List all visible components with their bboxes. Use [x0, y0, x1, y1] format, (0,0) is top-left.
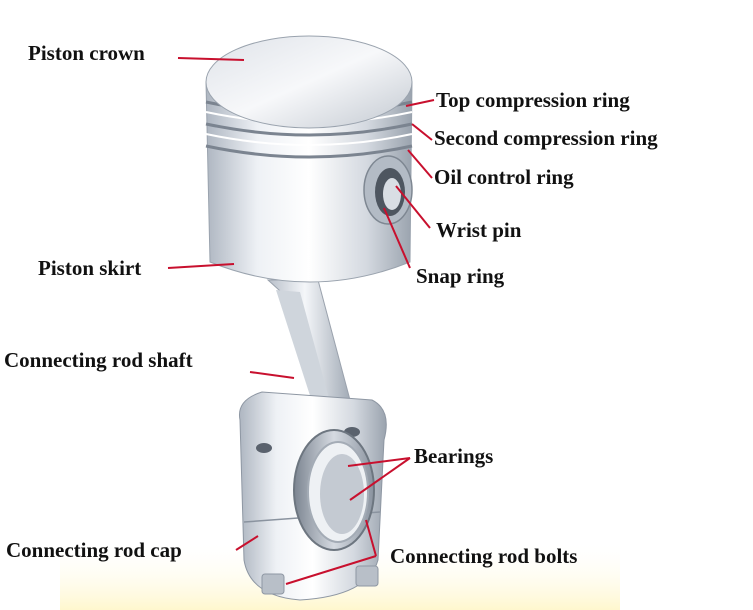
label-top-compression-ring: Top compression ring [436, 88, 630, 112]
label-snap-ring: Snap ring [416, 264, 505, 288]
leader-connecting-rod-cap [235, 535, 259, 551]
bolt-head-right [355, 565, 379, 587]
bearing-inner [320, 454, 364, 534]
leader-top-compression-ring [405, 99, 435, 107]
leader-bearings-upper [347, 457, 411, 467]
leader-lines [167, 57, 435, 585]
leader-snap-ring [383, 207, 411, 269]
leader-connecting-rod-bolts-left [285, 555, 377, 585]
label-piston-crown: Piston crown [28, 41, 145, 65]
label-oil-control-ring: Oil control ring [434, 165, 574, 189]
leader-oil-control-ring [407, 149, 433, 179]
label-connecting-rod-shaft: Connecting rod shaft [4, 348, 193, 372]
label-wrist-pin: Wrist pin [436, 218, 522, 242]
leader-bearings-lower [349, 457, 411, 501]
leader-wrist-pin [395, 185, 431, 229]
leader-piston-crown [177, 57, 245, 61]
ring-groove-3 [205, 144, 413, 159]
ring-groove-2 [205, 122, 413, 137]
label-connecting-rod-bolts: Connecting rod bolts [390, 544, 578, 568]
leader-second-compression-ring [411, 123, 433, 141]
wrist-pin-end [383, 178, 401, 210]
leader-piston-skirt [167, 263, 235, 269]
label-connecting-rod-cap: Connecting rod cap [6, 538, 182, 562]
label-piston-skirt: Piston skirt [38, 256, 142, 280]
leader-connecting-rod-bolts-right [365, 519, 377, 557]
bolt-head-left [261, 573, 285, 595]
rod-shaft-web [276, 290, 330, 408]
leader-connecting-rod-shaft [249, 371, 295, 379]
label-bearings: Bearings [414, 444, 494, 468]
ring-highlight-2 [205, 133, 413, 146]
piston-crown-shape [205, 35, 413, 129]
label-second-compression-ring: Second compression ring [434, 126, 658, 150]
bolt-hole-left [256, 443, 272, 453]
